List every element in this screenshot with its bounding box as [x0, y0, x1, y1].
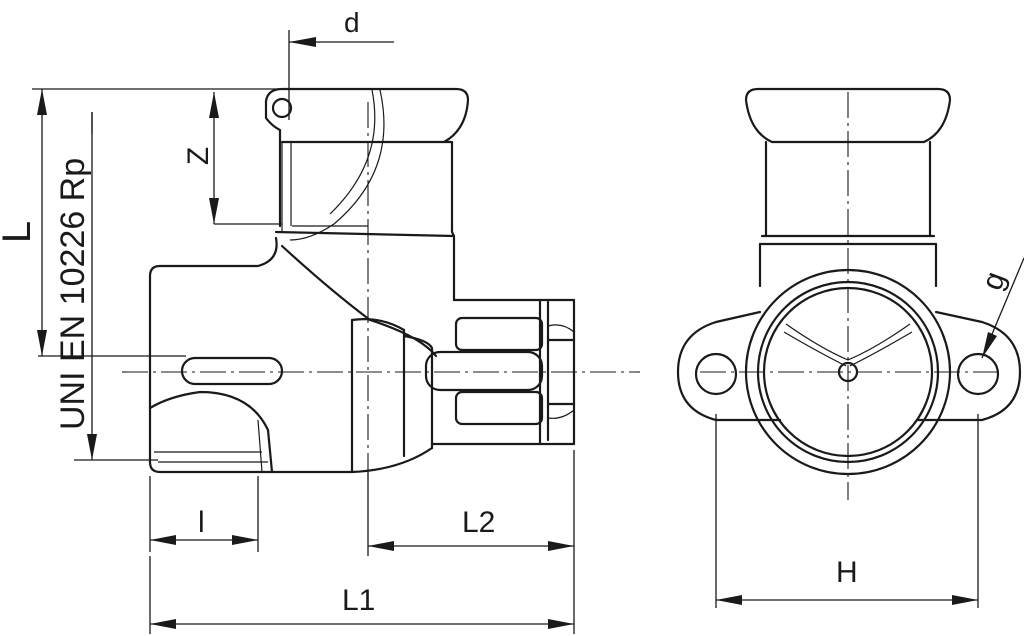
- mounting-hole-left: [694, 352, 738, 396]
- dimension-g: g: [976, 257, 1024, 359]
- dimension-z: Z: [182, 92, 282, 225]
- front-view: H g: [676, 87, 1024, 608]
- thread-standard-callout: UNI EN 10226 Rp: [54, 112, 158, 461]
- side-boss: [424, 298, 576, 446]
- dimension-l: L: [0, 88, 290, 357]
- dimension-h: H: [715, 414, 979, 608]
- label-l-thread: l: [198, 506, 205, 539]
- label-z: Z: [182, 147, 215, 165]
- mounting-hole-right: [956, 352, 1000, 396]
- label-d: d: [344, 7, 360, 38]
- label-l-total: L: [0, 221, 39, 243]
- dimension-l2: L2: [367, 450, 575, 634]
- label-l1: L1: [342, 584, 375, 617]
- dimension-l-thread: l: [149, 476, 259, 552]
- label-g: g: [976, 267, 1013, 294]
- dimension-l1: L1: [149, 556, 574, 634]
- front-socket: [744, 87, 952, 288]
- dimension-d: d: [288, 7, 394, 120]
- label-h: H: [836, 556, 858, 589]
- fitting-body: [148, 236, 438, 474]
- side-view: d Z L UNI EN 10226 Rp: [0, 7, 640, 634]
- label-l2: L2: [462, 506, 495, 539]
- press-socket: [264, 87, 470, 302]
- label-standard: UNI EN 10226 Rp: [54, 158, 92, 430]
